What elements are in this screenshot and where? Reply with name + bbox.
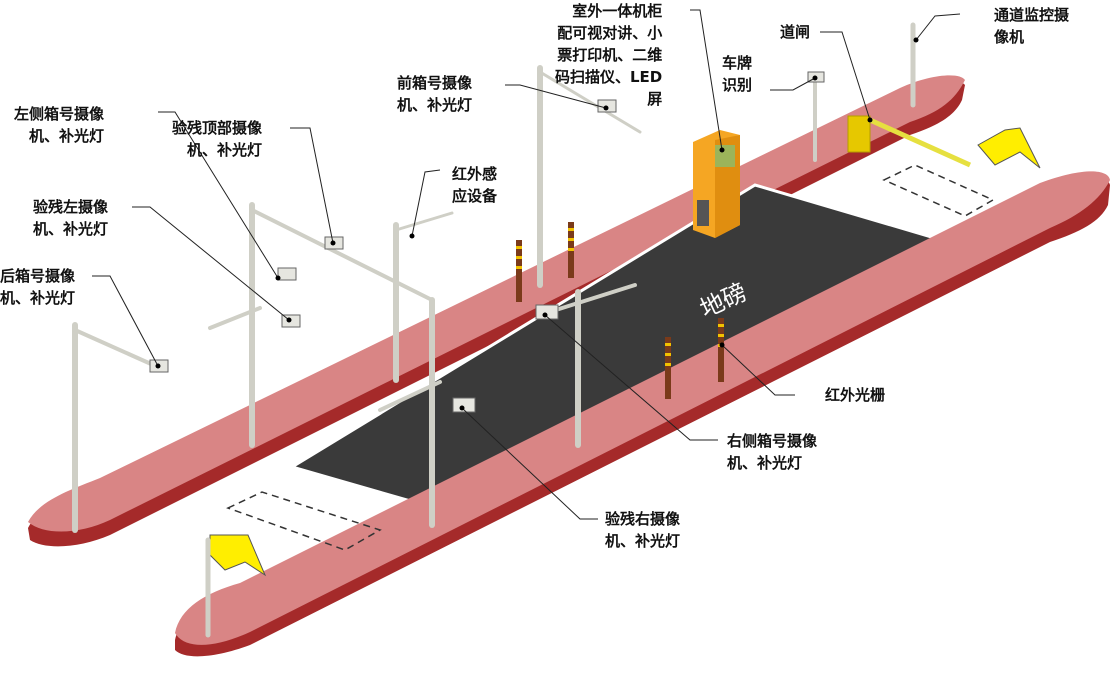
lower-island: [175, 171, 1110, 657]
label-line: 机、补光灯: [187, 141, 263, 159]
dashed-zone-exit: [882, 164, 995, 217]
entry-arrow-icon: [209, 534, 267, 577]
label-right-box-camera: 右侧箱号摄像 机、补光灯: [727, 430, 817, 474]
label-residue-top-camera: 验残顶部摄像 机、补光灯: [172, 117, 262, 161]
label-line: 道闸: [780, 23, 811, 41]
label-channel-camera: 通道监控摄 像机: [994, 4, 1069, 48]
label-line: 验残左摄像: [33, 198, 109, 216]
label-line: 识别: [722, 76, 753, 94]
label-line: 验残顶部摄像: [172, 119, 263, 137]
outdoor-kiosk: [693, 130, 740, 238]
label-line: 机、补光灯: [0, 289, 76, 307]
label-front-box-camera: 前箱号摄像 机、补光灯: [397, 72, 472, 116]
label-line: 机、补光灯: [605, 532, 681, 550]
poles: [72, 22, 916, 638]
label-line: 室外一体机柜: [572, 2, 663, 20]
label-line: 机、补光灯: [33, 220, 109, 238]
exit-arrow-icon: [977, 127, 1041, 169]
label-rear-box-camera: 后箱号摄像 机、补光灯: [0, 265, 75, 309]
label-kiosk: 室外一体机柜 配可视对讲、小 票打印机、二维 码扫描仪、LED 屏: [555, 0, 662, 110]
label-infrared-grating: 红外光栅: [825, 384, 885, 406]
barrier-gate: [847, 115, 972, 168]
label-infrared-sensor: 红外感 应设备: [452, 163, 497, 207]
label-line: 前箱号摄像: [397, 74, 473, 92]
label-line: 像机: [994, 28, 1025, 46]
label-residue-right-camera: 验残右摄像 机、补光灯: [605, 508, 680, 552]
label-line: 票打印机、二维: [557, 46, 663, 64]
leader-dots: [155, 37, 919, 411]
label-plate-recognition: 车牌 识别: [722, 52, 752, 96]
label-line: 屏: [647, 90, 663, 108]
label-line: 车牌: [722, 54, 753, 72]
label-line: 红外光栅: [825, 386, 886, 404]
label-barrier-gate: 道闸: [780, 21, 810, 43]
label-line: 右侧箱号摄像: [727, 432, 818, 450]
label-line: 机、补光灯: [29, 127, 105, 145]
label-line: 红外感: [452, 165, 498, 183]
label-residue-left-camera: 验残左摄像 机、补光灯: [33, 196, 108, 240]
label-line: 机、补光灯: [727, 454, 803, 472]
label-line: 配可视对讲、小: [557, 24, 663, 42]
label-line: 通道监控摄: [994, 6, 1070, 24]
label-line: 后箱号摄像: [0, 267, 76, 285]
label-line: 机、补光灯: [397, 96, 473, 114]
label-left-box-camera: 左侧箱号摄像 机、补光灯: [14, 103, 104, 147]
label-line: 验残右摄像: [605, 510, 681, 528]
label-line: 左侧箱号摄像: [14, 105, 105, 123]
label-line: 码扫描仪、LED: [555, 68, 663, 86]
label-line: 应设备: [452, 187, 498, 205]
leader-lines: [92, 9, 961, 520]
dashed-zone-entry: [226, 491, 382, 551]
